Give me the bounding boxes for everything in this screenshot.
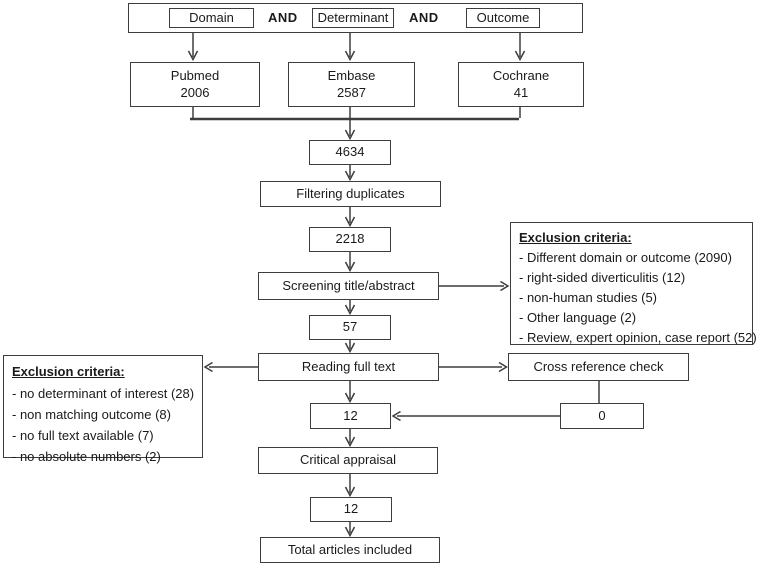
arrow-57-to-reading (344, 340, 356, 354)
arrow-0-to-12 (391, 410, 560, 422)
included-count-box: 12 (310, 403, 391, 429)
source-cochrane-count: 41 (513, 84, 529, 100)
cross-reference-check-box: Cross reference check (508, 353, 689, 381)
screening-title-abstract-box: Screening title/abstract (258, 272, 439, 300)
source-embase-box: Embase 2587 (288, 62, 415, 107)
exclusion-item: - no full text available (7) (12, 428, 154, 443)
exclusion-item: - non matching outcome (8) (12, 407, 171, 422)
exclusion-item: - right-sided diverticulitis (12) (519, 270, 686, 285)
merge-connector (190, 107, 521, 141)
arrow-12-to-total (344, 522, 356, 538)
source-embase-count: 2587 (337, 84, 366, 100)
arrow-screening-to-57 (344, 300, 356, 316)
exclusion-item: - non-human studies (5) (519, 290, 658, 305)
cross-reference-count-box: 0 (560, 403, 644, 429)
search-term-domain-box: Domain (169, 8, 254, 28)
arrow-filtering-to-2218 (344, 207, 356, 228)
exclusion-screening-title: Exclusion criteria: (519, 230, 632, 245)
filtering-duplicates-box: Filtering duplicates (260, 181, 441, 207)
search-term-outcome-label: Outcome (476, 9, 530, 25)
total-articles-included-box: Total articles included (260, 537, 440, 563)
search-term-determinant-label: Determinant (317, 9, 389, 25)
and-operator-1: AND (268, 9, 298, 25)
source-pubmed-name: Pubmed (170, 67, 220, 83)
arrow-12-to-appraisal (344, 429, 356, 448)
exclusion-item: - Different domain or outcome (2090) (519, 250, 732, 265)
arrow-reading-to-12 (344, 381, 356, 404)
search-term-domain-label: Domain (189, 9, 234, 25)
exclusion-item: - no determinant of interest (28) (12, 386, 195, 401)
arrow-2218-to-screening (344, 252, 356, 273)
arrow-screening-to-exclusion (439, 280, 510, 292)
exclusion-item: - Other language (2) (519, 310, 637, 325)
exclusion-fulltext-box: Exclusion criteria: - no determinant of … (3, 355, 203, 464)
exclusion-item: - no absolute numbers (2) (12, 449, 161, 464)
arrow-appraisal-to-12 (344, 474, 356, 498)
arrow-reading-to-exclusion (203, 361, 258, 373)
screened-count-box: 57 (309, 315, 391, 340)
arrow-4634-to-filtering (344, 165, 356, 182)
and-operator-2: AND (409, 9, 439, 25)
source-cochrane-box: Cochrane 41 (458, 62, 584, 107)
source-embase-name: Embase (327, 67, 376, 83)
search-term-determinant-box: Determinant (312, 8, 394, 28)
arrow-query-to-embase (344, 33, 356, 62)
search-query-box: Domain AND Determinant AND Outcome (128, 3, 583, 33)
source-pubmed-box: Pubmed 2006 (130, 62, 260, 107)
search-term-outcome-box: Outcome (466, 8, 540, 28)
merged-count-box: 4634 (309, 140, 391, 165)
reading-full-text-box: Reading full text (258, 353, 439, 381)
critical-appraisal-box: Critical appraisal (258, 447, 438, 474)
exclusion-item: - Review, expert opinion, case report (5… (519, 330, 757, 345)
arrow-reading-to-crossref (439, 361, 508, 373)
arrow-query-to-cochrane (514, 33, 526, 62)
exclusion-fulltext-title: Exclusion criteria: (12, 364, 125, 379)
appraised-count-box: 12 (310, 497, 392, 522)
arrow-query-to-pubmed (187, 33, 199, 62)
source-cochrane-name: Cochrane (492, 67, 550, 83)
exclusion-screening-box: Exclusion criteria: - Different domain o… (510, 222, 757, 345)
source-pubmed-count: 2006 (180, 84, 210, 100)
deduplicated-count-box: 2218 (309, 227, 391, 252)
